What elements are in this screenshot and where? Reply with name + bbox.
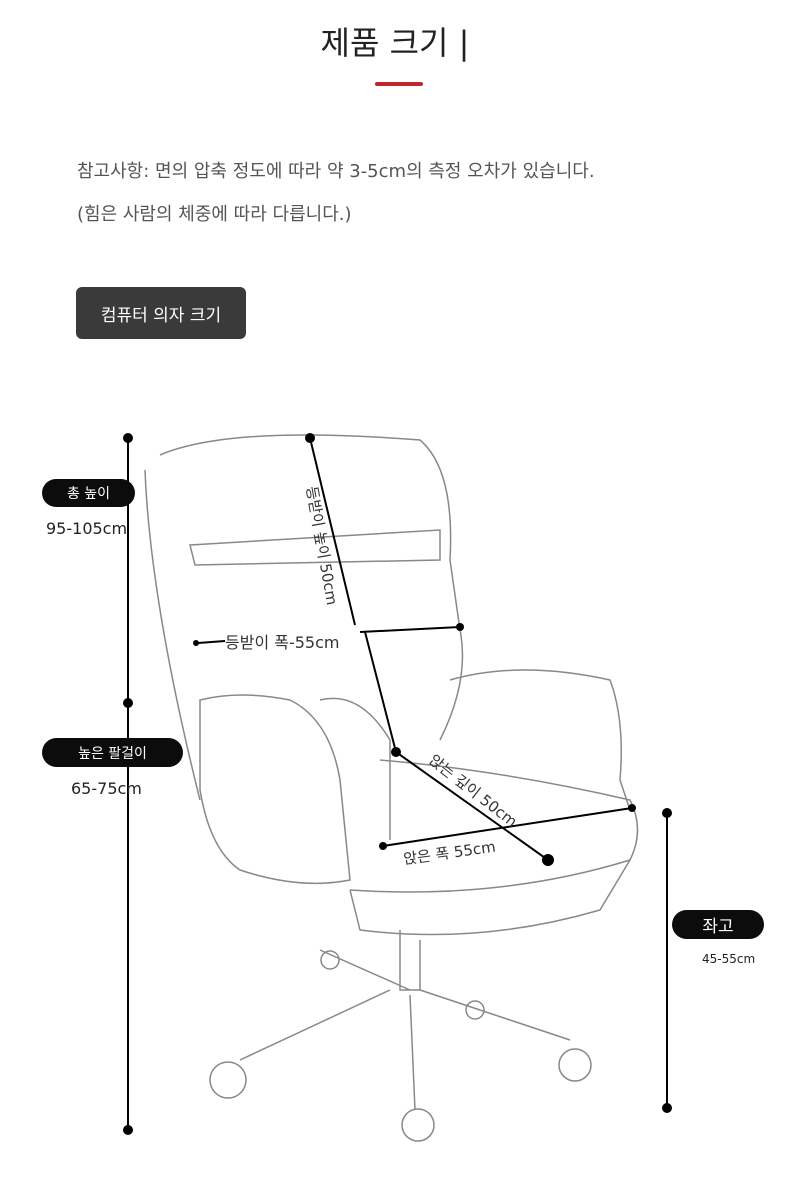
note-line-1: 참고사항: 면의 압축 정도에 따라 약 3-5cm의 측정 오차가 있습니다. bbox=[77, 161, 595, 182]
total-height-value: 95-105cm bbox=[46, 519, 128, 538]
page-title: 제품 크기 | bbox=[320, 24, 470, 62]
total-height-label: 총 높이 bbox=[42, 479, 135, 507]
armrest-height-value: 65-75cm bbox=[71, 779, 142, 798]
title-underline bbox=[375, 82, 423, 86]
seat-height-label: 좌고 bbox=[672, 910, 764, 939]
note-line-2: (힘은 사람의 체중에 따라 다릅니다.) bbox=[77, 204, 352, 225]
armrest-height-label: 높은 팔걸이 bbox=[42, 738, 183, 767]
back-width-label: 등받이 폭-55cm bbox=[225, 633, 340, 652]
chair-size-tag: 컴퓨터 의자 크기 bbox=[76, 287, 246, 339]
seat-height-value: 45-55cm bbox=[702, 952, 756, 966]
